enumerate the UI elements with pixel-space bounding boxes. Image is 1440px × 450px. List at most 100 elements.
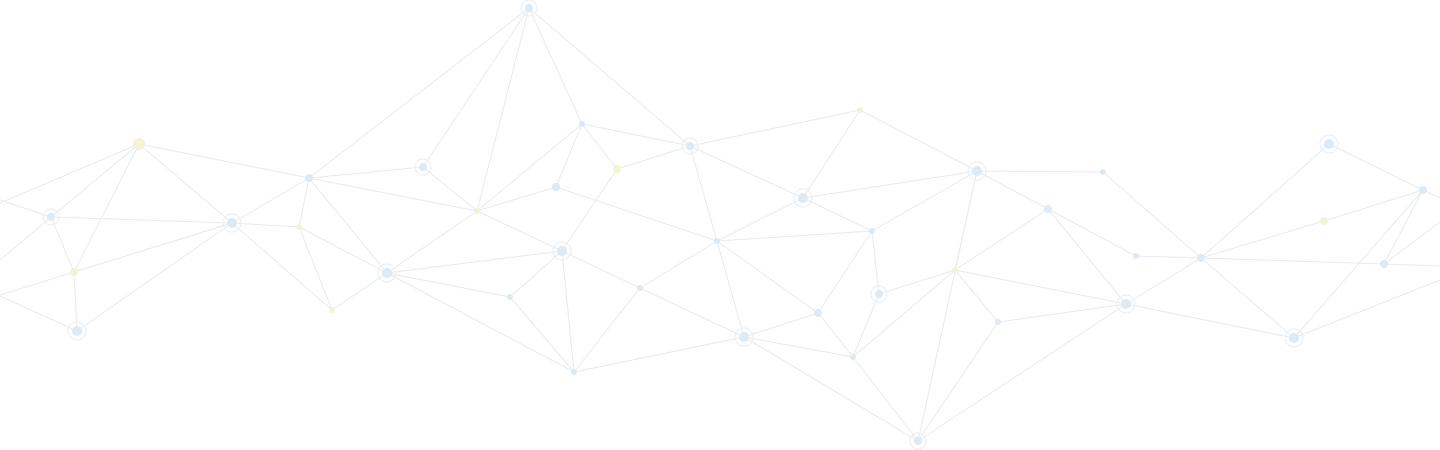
network-edge: [716, 197, 804, 242]
network-edge: [386, 210, 478, 274]
network-node-dot: [914, 437, 922, 445]
network-edge: [616, 145, 691, 170]
network-edge: [871, 230, 880, 295]
network-edge: [1323, 189, 1424, 222]
network-node-yellow: [1320, 217, 1328, 225]
network-node-ring: [681, 137, 699, 155]
network-edge: [561, 250, 575, 373]
network-edge: [1383, 263, 1440, 267]
network-edges: [0, 7, 1440, 442]
network-node: [1133, 253, 1139, 259]
network-nodes: [42, 0, 1427, 450]
network-edge: [509, 296, 575, 373]
network-node-dot: [227, 218, 237, 228]
network-edge: [1328, 143, 1424, 191]
network-edge: [386, 272, 511, 298]
network-node: [995, 319, 1001, 325]
network-edge: [1200, 257, 1385, 265]
network-node-dot: [525, 4, 533, 12]
network-edge: [0, 216, 52, 261]
network-edge: [308, 7, 530, 179]
network-node: [734, 327, 754, 347]
network-node-dot: [613, 165, 621, 173]
network-node-ring: [909, 432, 927, 450]
network-edge: [138, 143, 233, 224]
network-edge: [1135, 255, 1202, 259]
network-node: [42, 208, 60, 226]
network-node-dot: [419, 163, 427, 171]
network-node: [814, 309, 822, 317]
network-node: [520, 0, 538, 17]
network-edge: [1200, 220, 1325, 259]
network-edge: [0, 199, 52, 218]
network-node: [869, 228, 875, 234]
network-node: [967, 161, 987, 181]
network-edge: [743, 336, 919, 442]
network-edge: [1200, 257, 1295, 339]
network-node-dot: [1419, 186, 1427, 194]
network-edge: [859, 109, 978, 172]
network-node: [1380, 260, 1388, 268]
network-edge: [689, 109, 861, 147]
network-edge: [298, 226, 333, 311]
network-node-dot: [869, 228, 875, 234]
network-node: [67, 321, 87, 341]
network-node: [507, 294, 513, 300]
network-node-ring: [793, 188, 813, 208]
network-edge: [817, 312, 854, 358]
network-edge: [954, 208, 1049, 271]
network-node-dot: [47, 213, 55, 221]
network-edge: [802, 109, 861, 199]
network-node-dot: [329, 307, 335, 313]
network-node-yellow: [70, 268, 78, 276]
network-edge: [1293, 189, 1424, 339]
network-node-dot: [552, 183, 560, 191]
network-edge: [422, 166, 478, 212]
network-edge: [298, 177, 310, 228]
network-edge: [298, 226, 388, 274]
network-node: [714, 238, 720, 244]
network-node-dot: [637, 285, 643, 291]
network-edge: [573, 336, 745, 373]
network-edge: [231, 222, 300, 228]
network-node-dot: [1100, 169, 1106, 175]
network-node: [793, 188, 813, 208]
network-edge: [50, 216, 233, 224]
network-edge: [852, 293, 880, 358]
network-node-dot: [557, 246, 567, 256]
network-node-dot: [305, 174, 313, 182]
network-edge: [1383, 221, 1440, 265]
network-edge: [0, 143, 140, 204]
network-node: [681, 137, 699, 155]
network-node: [222, 213, 242, 233]
network-node-yellow: [952, 267, 958, 273]
network-node-dot: [507, 294, 513, 300]
network-edge: [802, 170, 978, 199]
network-edge: [308, 166, 424, 179]
network-edge: [422, 7, 530, 168]
network-edge: [852, 356, 919, 442]
network-edge: [73, 143, 140, 273]
network-node: [1116, 294, 1136, 314]
network-edge: [231, 177, 310, 224]
network-edge: [509, 250, 563, 298]
network-edge: [581, 123, 618, 170]
network-edge: [528, 7, 691, 147]
network-edge: [73, 271, 78, 332]
network-edge: [50, 216, 75, 273]
network-edge: [1200, 143, 1330, 259]
network-edge: [555, 186, 718, 242]
network-edge: [817, 230, 873, 314]
network-edge: [878, 269, 956, 295]
network-node: [552, 241, 572, 261]
network-edge: [386, 250, 563, 274]
network-node-dot: [474, 208, 480, 214]
network-node: [305, 174, 313, 182]
network-node-yellow: [133, 138, 145, 150]
network-node-dot: [1324, 139, 1334, 149]
network-node-dot: [571, 369, 577, 375]
network-edge: [308, 177, 388, 274]
network-node: [377, 263, 397, 283]
network-node: [552, 183, 560, 191]
network-node-dot: [1320, 217, 1328, 225]
